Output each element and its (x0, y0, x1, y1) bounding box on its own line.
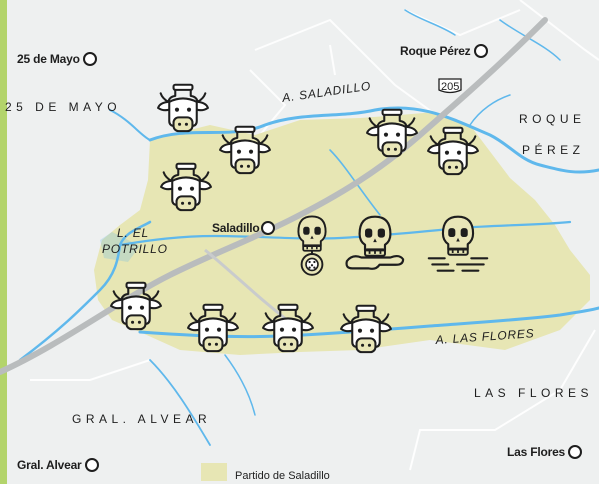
town-label: Saladillo (212, 221, 260, 235)
skull-gas-mask-icon (292, 214, 332, 283)
town-label: 25 de Mayo (17, 52, 80, 66)
cattle-feedlot-icon (340, 304, 392, 364)
lagoon (100, 232, 140, 262)
cattle-feedlot-icon (427, 126, 479, 186)
cattle-feedlot-icon (160, 162, 212, 222)
route-number: 205 (441, 81, 460, 93)
region-gral-alvear: GRAL. ALVEAR (72, 412, 212, 426)
town-label: Gral. Alvear (17, 458, 82, 472)
town-dot-icon (82, 52, 97, 66)
cattle-feedlot-icon (262, 303, 314, 363)
town-saladillo: Saladillo (212, 222, 260, 234)
town-label: Las Flores (507, 445, 566, 459)
route-shield-icon (438, 78, 462, 94)
saladillo-dot-icon (261, 221, 275, 235)
town-label: Roque Pérez (400, 44, 471, 58)
region-las-flores: LAS FLORES (474, 386, 594, 400)
cattle-feedlot-icon (219, 125, 271, 185)
route-205 (0, 17, 548, 375)
legend-label: Partido de Saladillo (235, 470, 330, 482)
cattle-feedlot-icon (366, 108, 418, 168)
town-dot-icon (473, 44, 488, 58)
town-25-de-mayo: 25 de Mayo (17, 52, 97, 66)
skull-contaminated-ground-icon (343, 214, 407, 277)
waterways (18, 9, 599, 446)
left-accent-bar (0, 0, 7, 484)
partido-area (94, 112, 590, 355)
town-dot-icon (84, 458, 99, 472)
cattle-feedlot-icon (157, 83, 209, 143)
label-l-el: L. EL (117, 226, 150, 240)
skull-contaminated-water-icon (427, 214, 489, 281)
town-roque-perez: Roque Pérez (400, 44, 488, 58)
region-roque-line1: ROQUE (519, 112, 586, 126)
cattle-feedlot-icon (110, 281, 162, 341)
town-las-flores: Las Flores (507, 445, 583, 459)
town-dot-icon (568, 445, 583, 459)
cattle-feedlot-icon (187, 303, 239, 363)
region-roque-line2: PÉREZ (522, 143, 585, 157)
legend-swatch (201, 463, 227, 481)
label-potrillo: POTRILLO (102, 242, 168, 256)
town-gral-alvear: Gral. Alvear (17, 458, 99, 472)
region-25-de-mayo: 25 DE MAYO (5, 100, 122, 114)
